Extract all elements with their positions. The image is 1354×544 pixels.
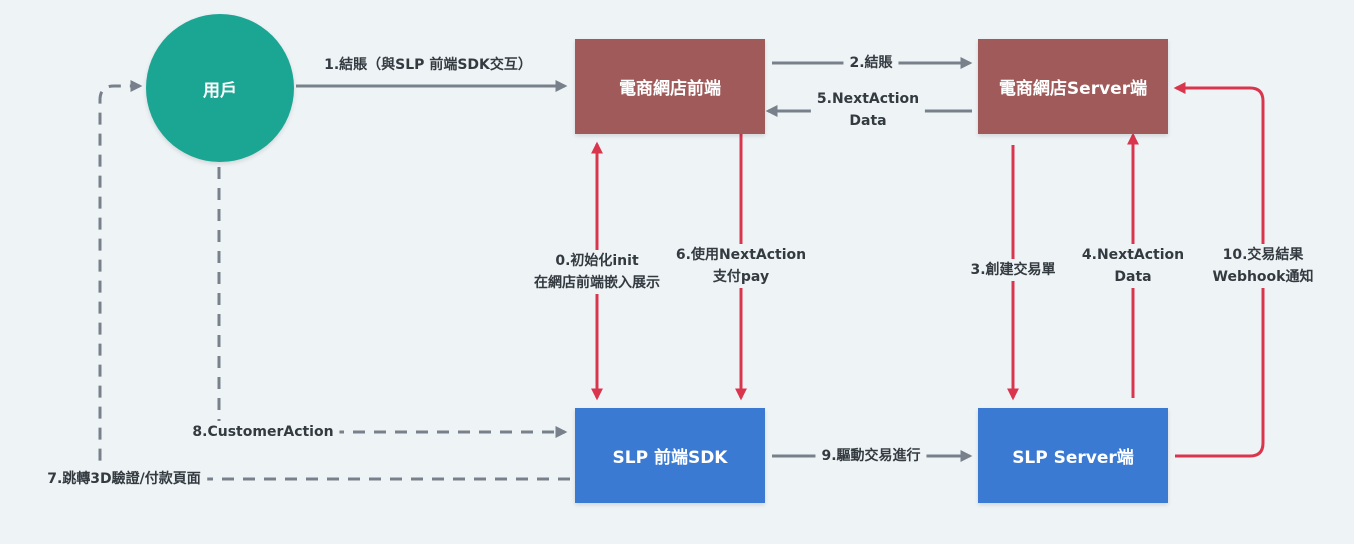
edge-label-e2-line1: 2.結賬 <box>849 55 893 71</box>
edge-label-e10-line2: Webhook通知 <box>1212 269 1314 285</box>
edge-label-e0: 0.初始化init 在網店前端嵌入展示 <box>528 250 666 294</box>
edge-label-e3-line1: 3.創建交易單 <box>970 262 1056 278</box>
edge-label-e4-line1: 4.NextAction <box>1081 247 1185 263</box>
shop-server-node: 電商網店Server端 <box>978 39 1168 134</box>
slp-sdk-node: SLP 前端SDK <box>575 408 765 503</box>
edge-label-e6: 6.使用NextAction 支付pay <box>669 244 813 288</box>
edge-label-e4: 4.NextAction Data <box>1075 244 1191 288</box>
user-node: 用戶 <box>146 14 294 162</box>
edge-label-e10: 10.交易結果 Webhook通知 <box>1206 244 1320 288</box>
edge-label-e9-line1: 9.驅動交易進行 <box>821 448 921 464</box>
edge-label-e1: 1.結賬（與SLP 前端SDK交互） <box>324 54 532 76</box>
edge-label-e6-line2: 支付pay <box>712 269 770 285</box>
arrow-e7 <box>98 80 570 481</box>
edge-label-e5-line1: 5.NextAction <box>816 91 920 107</box>
edge-label-e6-line1: 6.使用NextAction <box>675 247 807 263</box>
edge-label-e10-line1: 10.交易結果 <box>1222 247 1304 263</box>
edge-label-e2: 2.結賬 <box>843 52 899 74</box>
edge-label-e5: 5.NextAction Data <box>810 88 926 132</box>
edge-label-e8-line1: 8.CustomerAction <box>192 424 334 440</box>
edge-label-e7: 7.跳轉3D驗證/付款頁面 <box>41 468 207 490</box>
edge-label-e3: 3.創建交易單 <box>964 259 1062 281</box>
slp-server-node: SLP Server端 <box>978 408 1168 503</box>
shop-frontend-node: 電商網店前端 <box>575 39 765 134</box>
edge-label-e9: 9.驅動交易進行 <box>815 445 927 467</box>
edge-label-e0-line2: 在網店前端嵌入展示 <box>534 275 660 291</box>
edge-label-e5-line2: Data <box>849 113 887 129</box>
edge-label-e0-line1: 0.初始化init <box>555 253 639 269</box>
edge-label-e7-line1: 7.跳轉3D驗證/付款頁面 <box>47 471 201 487</box>
edge-label-e1-line1: 1.結賬（與SLP 前端SDK交互） <box>324 57 532 73</box>
edge-label-e8: 8.CustomerAction <box>186 421 340 443</box>
edge-label-e4-line2: Data <box>1114 269 1152 285</box>
arrow-e8 <box>217 167 568 438</box>
